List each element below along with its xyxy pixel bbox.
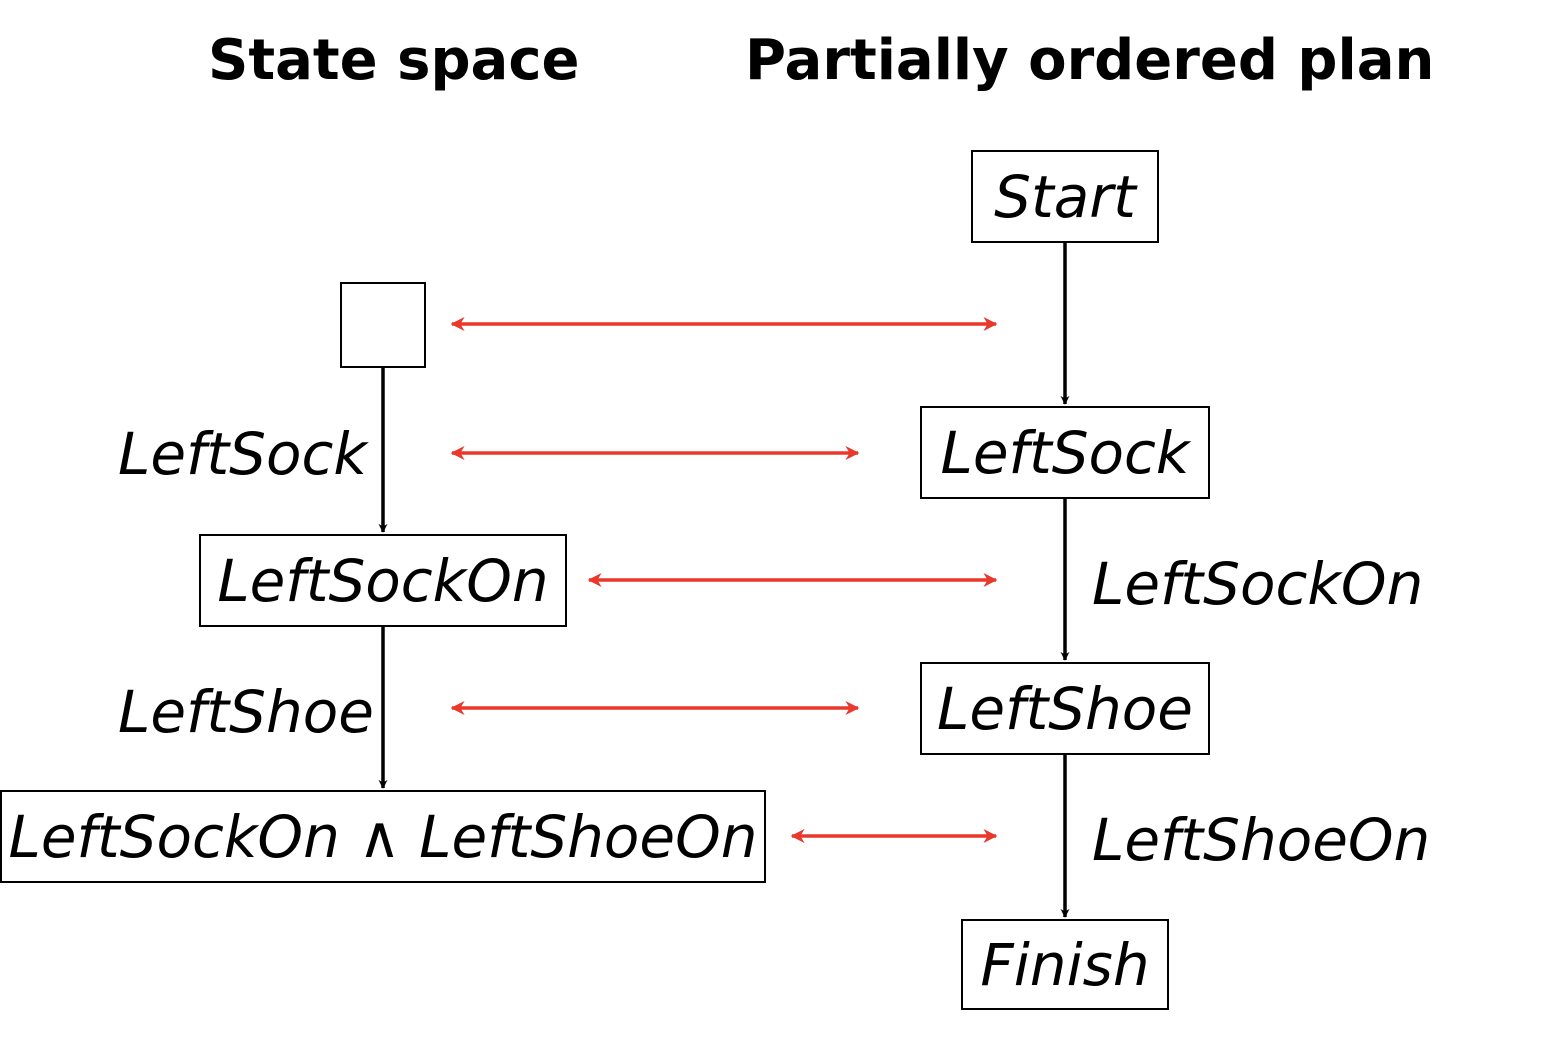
state-space-heading: State space	[208, 28, 580, 93]
plan-step-finish: Finish	[961, 919, 1169, 1010]
state-leftsockon-and-leftshoeon: LeftSockOn ∧ LeftShoeOn	[0, 790, 766, 883]
plan-step-leftshoe: LeftShoe	[920, 662, 1210, 755]
state-leftsockon: LeftSockOn	[199, 534, 567, 627]
plan-step-start: Start	[971, 150, 1159, 243]
condition-label-leftshoeon: LeftShoeOn	[1092, 806, 1431, 874]
plan-heading: Partially ordered plan	[745, 28, 1435, 93]
state-empty	[340, 282, 426, 368]
action-label-leftsock: LeftSock	[118, 420, 367, 488]
action-label-leftshoe: LeftShoe	[118, 678, 374, 746]
plan-step-leftsock: LeftSock	[920, 406, 1210, 499]
condition-label-leftsockon: LeftSockOn	[1092, 550, 1424, 618]
